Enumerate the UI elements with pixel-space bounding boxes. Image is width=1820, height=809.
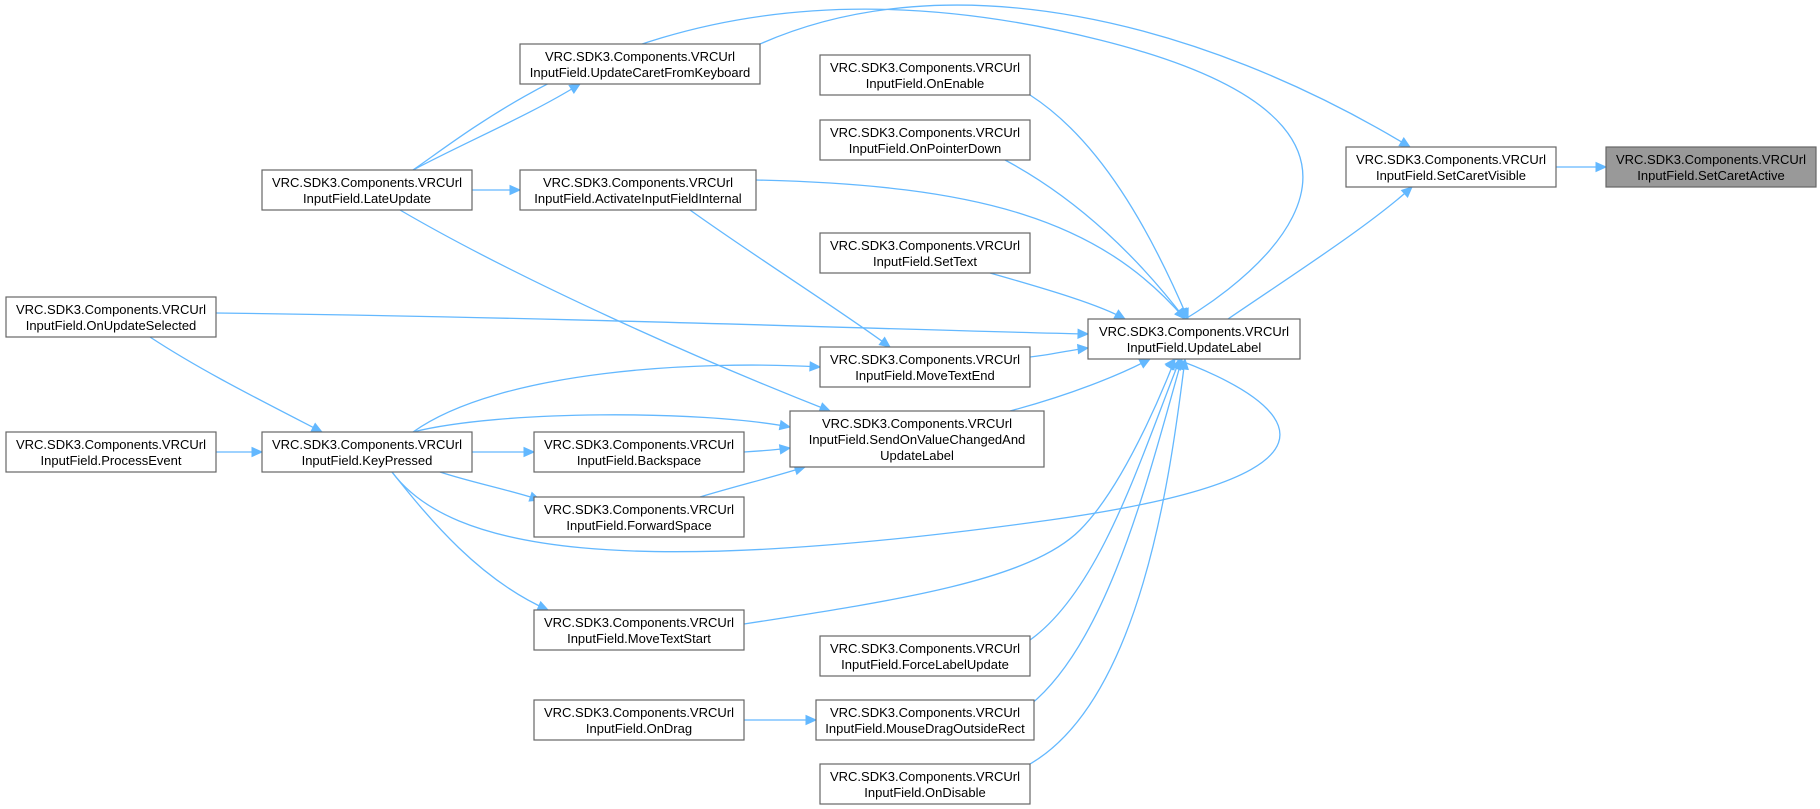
arrowhead-icon [310, 422, 324, 433]
arrowhead-icon [523, 446, 536, 458]
node-update-label[interactable]: VRC.SDK3.Components.VRCUrlInputField.Upd… [1087, 318, 1301, 360]
node-backspace[interactable]: VRC.SDK3.Components.VRCUrlInputField.Bac… [533, 431, 745, 473]
node-box[interactable] [5, 431, 217, 473]
edge-on_disable-to-update_label [1029, 357, 1189, 765]
node-key-pressed[interactable]: VRC.SDK3.Components.VRCUrlInputField.Key… [261, 431, 473, 473]
arrowhead-icon [1076, 343, 1090, 355]
arrowhead-icon [1400, 186, 1413, 198]
arrowhead-icon [818, 402, 832, 413]
node-box[interactable] [1345, 146, 1557, 188]
edge-backspace-to-send_on_value_changed [743, 444, 792, 455]
arrowhead-icon [878, 336, 891, 348]
node-on-enable[interactable]: VRC.SDK3.Components.VRCUrlInputField.OnE… [819, 54, 1031, 96]
edge-late_update-to-send_on_value_changed [399, 209, 832, 413]
edge-key_pressed-to-move_text_start [391, 471, 550, 611]
edge-late_update-to-activate_input_field_internal [471, 184, 522, 196]
arrowhead-icon [1113, 309, 1127, 320]
node-box[interactable] [819, 54, 1031, 96]
node-box[interactable] [261, 169, 473, 211]
node-move-text-start[interactable]: VRC.SDK3.Components.VRCUrlInputField.Mov… [533, 609, 745, 651]
edge-on_pointer_down-to-update_label [1004, 159, 1186, 320]
arrowhead-icon [809, 361, 822, 372]
arrowhead-icon [805, 714, 818, 726]
arrowhead-icon [509, 184, 522, 196]
node-on-drag[interactable]: VRC.SDK3.Components.VRCUrlInputField.OnD… [533, 699, 745, 741]
node-send-on-value-changed[interactable]: VRC.SDK3.Components.VRCUrlInputField.Sen… [789, 410, 1045, 468]
edge-late_update-to-update_caret_from_keyboard [412, 83, 582, 171]
node-box[interactable] [533, 496, 745, 538]
arrowhead-icon [1398, 137, 1412, 148]
node-box[interactable] [1087, 318, 1301, 360]
edge-process_event-to-key_pressed [216, 446, 264, 458]
edge-set_text-to-update_label [989, 272, 1127, 320]
node-box[interactable] [1605, 146, 1817, 188]
node-box[interactable] [815, 699, 1035, 741]
edge-set_caret_visible-to-set_caret_active [1556, 161, 1608, 173]
edge-update_caret_from_keyboard-to-set_caret_visible [759, 4, 1412, 148]
edges-layer [149, 4, 1608, 765]
node-box[interactable] [5, 296, 217, 338]
edge-key_pressed-to-forward_space [439, 471, 542, 502]
edge-key_pressed-to-backspace [472, 446, 536, 458]
arrowhead-icon [1176, 307, 1187, 321]
node-set-text[interactable]: VRC.SDK3.Components.VRCUrlInputField.Set… [819, 232, 1031, 274]
node-activate-input-field-internal[interactable]: VRC.SDK3.Components.VRCUrlInputField.Act… [519, 169, 757, 211]
node-update-caret-from-keyboard[interactable]: VRC.SDK3.Components.VRCUrlInputField.Upd… [519, 43, 761, 85]
nodes-layer: VRC.SDK3.Components.VRCUrlInputField.Set… [5, 43, 1817, 805]
arrowhead-icon [778, 444, 792, 455]
edge-late_update-to-update_label [412, 8, 1304, 321]
node-box[interactable] [533, 699, 745, 741]
node-box[interactable] [519, 169, 757, 211]
node-box[interactable] [819, 232, 1031, 274]
node-box[interactable] [789, 410, 1045, 468]
node-process-event[interactable]: VRC.SDK3.Components.VRCUrlInputField.Pro… [5, 431, 217, 473]
node-box[interactable] [819, 346, 1031, 388]
arrowhead-icon [1178, 357, 1189, 371]
node-set-caret-active[interactable]: VRC.SDK3.Components.VRCUrlInputField.Set… [1605, 146, 1817, 188]
arrowhead-icon [1138, 358, 1152, 369]
arrowhead-icon [568, 83, 582, 95]
edge-key_pressed-to-send_on_value_changed [412, 414, 792, 433]
node-set-caret-visible[interactable]: VRC.SDK3.Components.VRCUrlInputField.Set… [1345, 146, 1557, 188]
node-on-disable[interactable]: VRC.SDK3.Components.VRCUrlInputField.OnD… [819, 763, 1031, 805]
node-move-text-end[interactable]: VRC.SDK3.Components.VRCUrlInputField.Mov… [819, 346, 1031, 388]
node-box[interactable] [819, 635, 1031, 677]
node-force-label-update[interactable]: VRC.SDK3.Components.VRCUrlInputField.For… [819, 635, 1031, 677]
node-box[interactable] [819, 763, 1031, 805]
edge-key_pressed-to-move_text_end [412, 361, 822, 433]
node-forward-space[interactable]: VRC.SDK3.Components.VRCUrlInputField.For… [533, 496, 745, 538]
node-box[interactable] [261, 431, 473, 473]
edge-send_on_value_changed-to-update_label [1009, 358, 1152, 412]
edge-on_update_selected-to-key_pressed [149, 336, 324, 433]
arrowhead-icon [251, 446, 264, 458]
edge-on_drag-to-mouse_drag_outside_rect [744, 714, 818, 726]
node-box[interactable] [819, 119, 1031, 161]
arrowhead-icon [1077, 328, 1090, 340]
edge-move_text_end-to-update_label [1029, 343, 1090, 358]
node-box[interactable] [533, 609, 745, 651]
node-box[interactable] [533, 431, 745, 473]
arrowhead-icon [536, 600, 550, 611]
node-late-update[interactable]: VRC.SDK3.Components.VRCUrlInputField.Lat… [261, 169, 473, 211]
node-on-update-selected[interactable]: VRC.SDK3.Components.VRCUrlInputField.OnU… [5, 296, 217, 338]
edge-on_update_selected-to-update_label [215, 312, 1090, 340]
edge-update_label-to-set_caret_visible [1227, 186, 1413, 320]
arrowhead-icon [1595, 161, 1608, 173]
edge-activate_input_field_internal-to-move_text_end [689, 209, 891, 348]
node-on-pointer-down[interactable]: VRC.SDK3.Components.VRCUrlInputField.OnP… [819, 119, 1031, 161]
edge-on_enable-to-update_label [1029, 94, 1189, 321]
node-box[interactable] [519, 43, 761, 85]
node-mouse-drag-outside-rect[interactable]: VRC.SDK3.Components.VRCUrlInputField.Mou… [815, 699, 1035, 741]
arrowhead-icon [778, 419, 792, 431]
